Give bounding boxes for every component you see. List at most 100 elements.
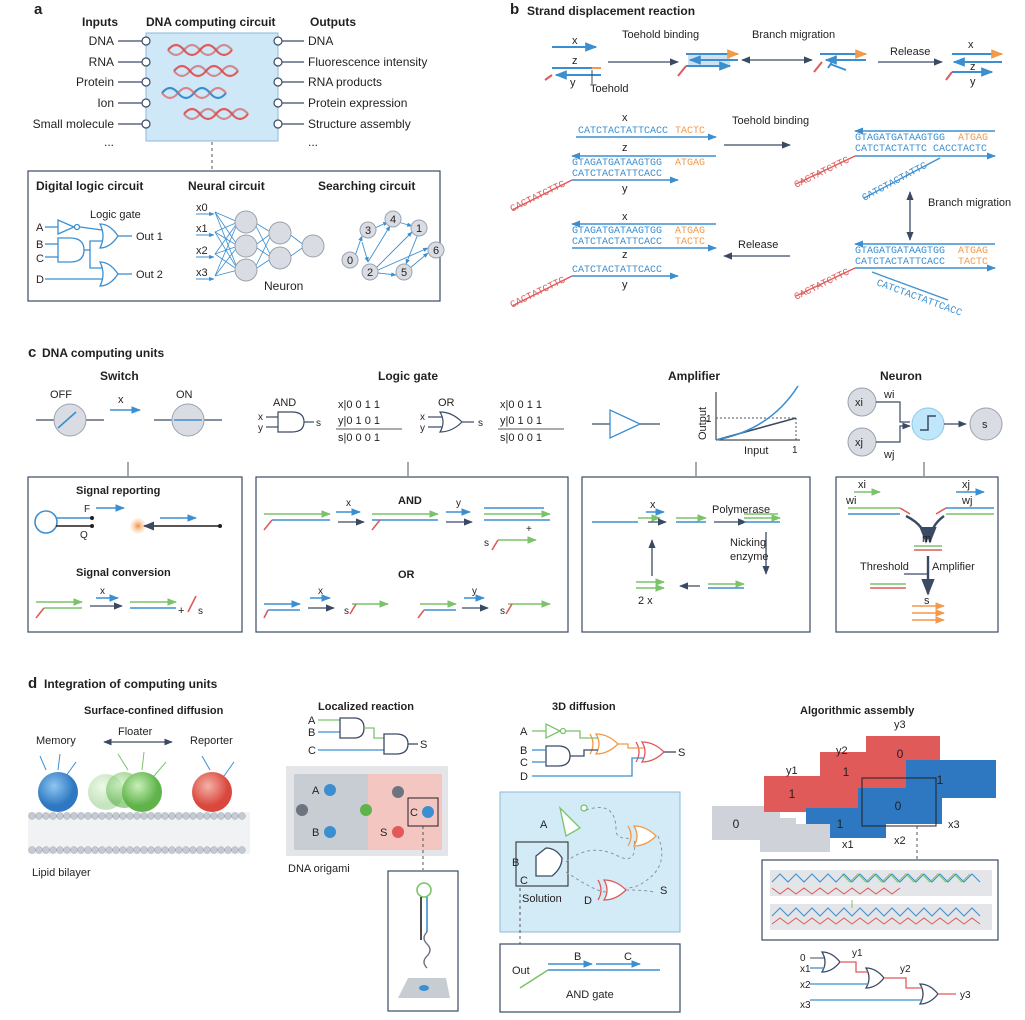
neuron-xi: xi [855, 397, 863, 409]
and-gate-icon [266, 411, 314, 433]
search-node-label: 0 [347, 255, 353, 267]
lipid-head [77, 846, 85, 854]
assembly-y2: y2 [836, 745, 848, 757]
or-table-s: s|0 0 0 1 [500, 432, 542, 444]
neuron-out-s: s [924, 595, 930, 607]
lipid-head [168, 812, 176, 820]
sequence-block-4: x GTAGATGATAAGTGG ATGAG CATCTACTATTCACC … [509, 211, 717, 312]
lipid-head [238, 812, 246, 820]
tile-label: 0 [733, 817, 740, 831]
circuit-title: DNA computing circuit [146, 15, 276, 29]
lipid-head [210, 812, 218, 820]
tile-label: 1 [837, 817, 844, 831]
neural-x1: x1 [196, 223, 208, 235]
lipid-head [189, 812, 197, 820]
input-label: DNA [89, 34, 114, 48]
diffusion-circuit [532, 722, 676, 777]
assembly-gate-x2: x2 [800, 980, 811, 991]
amplifier-plot: 1 1 Input Output [697, 385, 800, 457]
input-label: Small molecule [33, 117, 115, 131]
logic-in-b: B [36, 239, 43, 251]
zoom-box [387, 870, 459, 1012]
seq-x-main: CATCTACTATTCACC [578, 126, 668, 137]
and-table-s: s|0 0 0 1 [338, 432, 380, 444]
lipid-head [28, 846, 36, 854]
and-detail-out: Out [512, 965, 530, 977]
neuron-icon: xi xj wi wj s [847, 387, 1003, 461]
panel-d-letter: d [28, 675, 37, 692]
assembly-gate-x3: x3 [800, 1000, 811, 1011]
origami-dots [296, 784, 439, 838]
origami-label: DNA origami [288, 863, 350, 875]
threshold-label: Threshold [860, 561, 909, 573]
assembly-gate-y1: y1 [852, 948, 863, 959]
output-label: Protein expression [308, 96, 407, 110]
or-x: x [318, 586, 323, 597]
lipid-head [224, 846, 232, 854]
seq-y-red: CACTATCTTC [793, 155, 852, 191]
seq-mig2: CATCTACTATTCACC [875, 278, 963, 319]
amp-x: x [650, 499, 656, 511]
Q-label: Q [80, 530, 88, 541]
memory-sphere [38, 772, 78, 812]
output-label: RNA products [308, 75, 382, 89]
solution-s: S [660, 885, 667, 897]
strand-label-y: y [622, 183, 628, 195]
sequence-block-3: GTAGATGATAAGTGG ATGAG CATCTACTATTCACC TA… [793, 240, 996, 320]
signal-reporting-title: Signal reporting [76, 485, 160, 497]
strand-label-z: z [622, 142, 628, 154]
lipid-head [210, 846, 218, 854]
step-toehold-binding: Toehold binding [622, 29, 699, 41]
neural-x0: x0 [196, 202, 208, 214]
seq-z-toe: ATGAG [675, 158, 705, 169]
lipid-head [196, 846, 204, 854]
panel-d-title: Integration of computing units [44, 677, 218, 691]
and-gate-strands [519, 960, 660, 989]
seq-x-toe: TACTC [675, 237, 705, 248]
tile-label: 1 [789, 787, 796, 801]
neuron-wj: wj [961, 495, 972, 507]
neural-edges [214, 211, 306, 277]
floater-label: Floater [118, 726, 153, 738]
lipid-head [35, 812, 43, 820]
diffusion-paths [565, 807, 663, 893]
search-node-label: 1 [416, 223, 422, 235]
input-label: Protein [76, 75, 114, 89]
solution-label: Solution [522, 893, 562, 905]
search-node-label: 4 [390, 214, 396, 226]
origami-s: S [380, 827, 387, 839]
step-toehold-binding: Toehold binding [732, 115, 809, 127]
amp-xlabel: Input [744, 445, 768, 457]
digital-logic-circuit [45, 219, 132, 287]
lipid-head [196, 812, 204, 820]
localized-circuit [318, 717, 418, 755]
lipid-head [91, 846, 99, 854]
lipid-head [126, 812, 134, 820]
algorithmic-title: Algorithmic assembly [800, 705, 915, 717]
solution-box [499, 791, 681, 933]
and-truth-table: x|0 0 1 1 y|0 1 0 1 s|0 0 0 1 [336, 399, 402, 444]
seq-y-red: CACTATCTTC [509, 179, 568, 215]
dna-helices [161, 43, 249, 121]
amp-ylabel: Output [697, 407, 709, 440]
neuron-xj: xj [962, 479, 970, 491]
switch-off-icon [36, 403, 104, 437]
panel-a-letter: a [34, 1, 43, 18]
switch-on-label: ON [176, 389, 193, 401]
nicking-label: Nicking [730, 537, 766, 549]
lipid-head [238, 846, 246, 854]
and-in-y: y [258, 423, 263, 434]
seq-z-toe: ATGAG [958, 133, 988, 144]
signal-reporting-diagram: F Q [34, 504, 222, 541]
strand-label-y: y [622, 279, 628, 291]
lipid-head [133, 846, 141, 854]
seq-x-toe: TACTC [675, 126, 705, 137]
logic-title: Logic gate [378, 369, 438, 383]
seq-z-main: GTAGATGATAAGTGG [855, 246, 945, 257]
assembly-y1: y1 [786, 765, 798, 777]
and-gate-detail-box [499, 943, 681, 1013]
seq-z-main: GTAGATGATAAGTGG [572, 158, 662, 169]
lipid-head [182, 812, 190, 820]
reporter-label: Reporter [190, 735, 233, 747]
strand-label-z: z [970, 61, 976, 73]
